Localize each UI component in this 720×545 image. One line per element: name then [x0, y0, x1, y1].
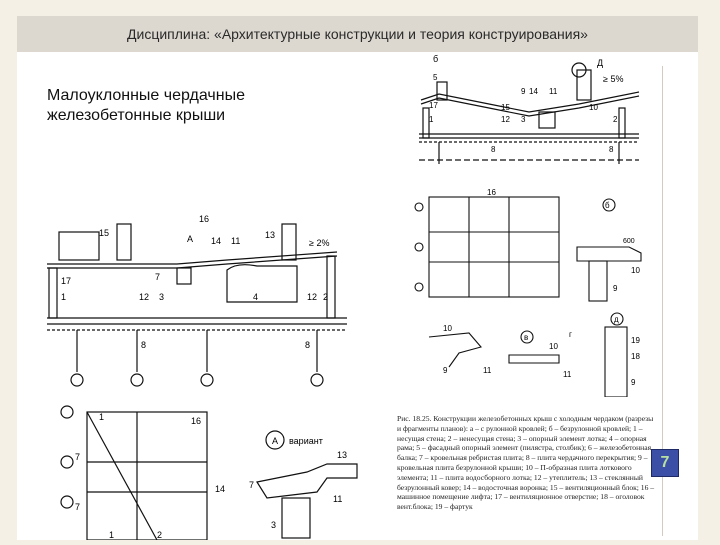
- rm-callout-9c: 9: [631, 378, 636, 387]
- page-number-badge: 7: [651, 449, 679, 477]
- frame-line: [662, 66, 663, 536]
- callout-15: 15: [99, 228, 109, 238]
- callout-2: 2: [613, 115, 618, 124]
- label-d: Д: [597, 58, 603, 68]
- callout-A: А: [187, 234, 193, 244]
- callout-4: 4: [253, 292, 258, 302]
- drawing-details-right: 16 б 600 10 9 10 9 11 в 10 д 19 18 11 9 …: [409, 187, 654, 398]
- rm-callout-11b: 11: [563, 370, 572, 379]
- callout-12: 12: [501, 115, 510, 124]
- detail-callout-3: 3: [271, 520, 276, 530]
- callout-16: 16: [199, 214, 209, 224]
- details-right-svg: 16 б 600 10 9 10 9 11 в 10 д 19 18 11 9 …: [414, 188, 642, 398]
- section-main-svg: 16 15 А 14 11 13 ≥ 2% 17 7 1 12 3 4 12 2…: [47, 214, 358, 541]
- rm-label-d: д: [614, 315, 619, 324]
- callout-8b: 8: [609, 145, 614, 154]
- detail-callout-11: 11: [333, 494, 342, 504]
- figure-caption: Рис. 18.25. Конструкции железобетонных к…: [397, 414, 655, 512]
- vent-block-left: [436, 81, 448, 101]
- slope-main: ≥ 2%: [309, 238, 329, 248]
- callout-7: 7: [155, 272, 160, 282]
- rm-callout-19: 19: [631, 336, 640, 345]
- callout-15: 15: [501, 103, 510, 112]
- rm-callout-10: 10: [631, 266, 640, 275]
- callout-10: 10: [589, 103, 598, 112]
- drawing-section-top: б Д ≥ 5% 5 14 11 9 17 1 12 3 8 15 10 2 8: [409, 52, 669, 172]
- slide: Малоуклонные чердачные железобетонные кр…: [17, 52, 698, 541]
- detail-callout-13: 13: [337, 450, 347, 460]
- callout-1: 1: [429, 115, 434, 124]
- discipline-title: Дисциплина: «Архитектурные конструкции и…: [127, 26, 588, 42]
- page-number: 7: [660, 454, 670, 471]
- callout-12b: 12: [307, 292, 317, 302]
- callout-2: 2: [323, 292, 328, 302]
- callout-8: 8: [491, 145, 496, 154]
- rm-label-g: г: [569, 330, 572, 339]
- callout-3: 3: [521, 115, 526, 124]
- callout-3: 3: [159, 292, 164, 302]
- rm-callout-10b: 10: [443, 324, 452, 333]
- label-letter-b: б: [433, 54, 438, 64]
- callout-17: 17: [429, 101, 438, 110]
- callout-14: 14: [529, 87, 538, 96]
- vent-block-right: [576, 69, 592, 101]
- slide-heading: Малоуклонные чердачные железобетонные кр…: [47, 87, 245, 124]
- detail-callout-7: 7: [249, 480, 254, 490]
- callout-1: 1: [61, 292, 66, 302]
- plan-callout-7b: 7: [75, 502, 80, 512]
- rm-label-v: в: [524, 333, 528, 342]
- callout-12: 12: [139, 292, 149, 302]
- rm-callout-10c: 10: [549, 342, 558, 351]
- rm-callout-18: 18: [631, 352, 640, 361]
- rm-dim-600: 600: [623, 238, 635, 245]
- callout-5: 5: [433, 73, 438, 82]
- section-top-svg: б Д ≥ 5% 5 14 11 9 17 1 12 3 8 15 10 2 8: [419, 54, 640, 164]
- callout-9: 9: [521, 87, 526, 96]
- callout-11: 11: [231, 236, 240, 246]
- drawing-section-main: 16 15 А 14 11 13 ≥ 2% 17 7 1 12 3 4 12 2…: [27, 202, 372, 541]
- callout-14: 14: [211, 236, 221, 246]
- plan-callout-16: 16: [191, 416, 201, 426]
- rm-callout-9b: 9: [443, 366, 448, 375]
- plan-callout-1: 1: [99, 412, 104, 422]
- rm-callout-16: 16: [487, 188, 496, 197]
- callout-13: 13: [265, 230, 275, 240]
- plan-callout-14: 14: [215, 484, 225, 494]
- rm-callout-11: 11: [483, 366, 492, 375]
- plan-callout-2: 2: [157, 530, 162, 540]
- callout-8b: 8: [305, 340, 310, 350]
- callout-11: 11: [549, 87, 558, 96]
- rm-callout-9: 9: [613, 284, 618, 293]
- callout-8: 8: [141, 340, 146, 350]
- plan-callout-7: 7: [75, 452, 80, 462]
- callout-17: 17: [61, 276, 71, 286]
- variant-label: вариант: [289, 436, 323, 446]
- header-bar: Дисциплина: «Архитектурные конструкции и…: [17, 16, 698, 52]
- plan-callout-1b: 1: [109, 530, 114, 540]
- slope-label: ≥ 5%: [603, 74, 623, 84]
- variant-letter: А: [272, 436, 278, 446]
- rm-label-b: б: [605, 201, 610, 210]
